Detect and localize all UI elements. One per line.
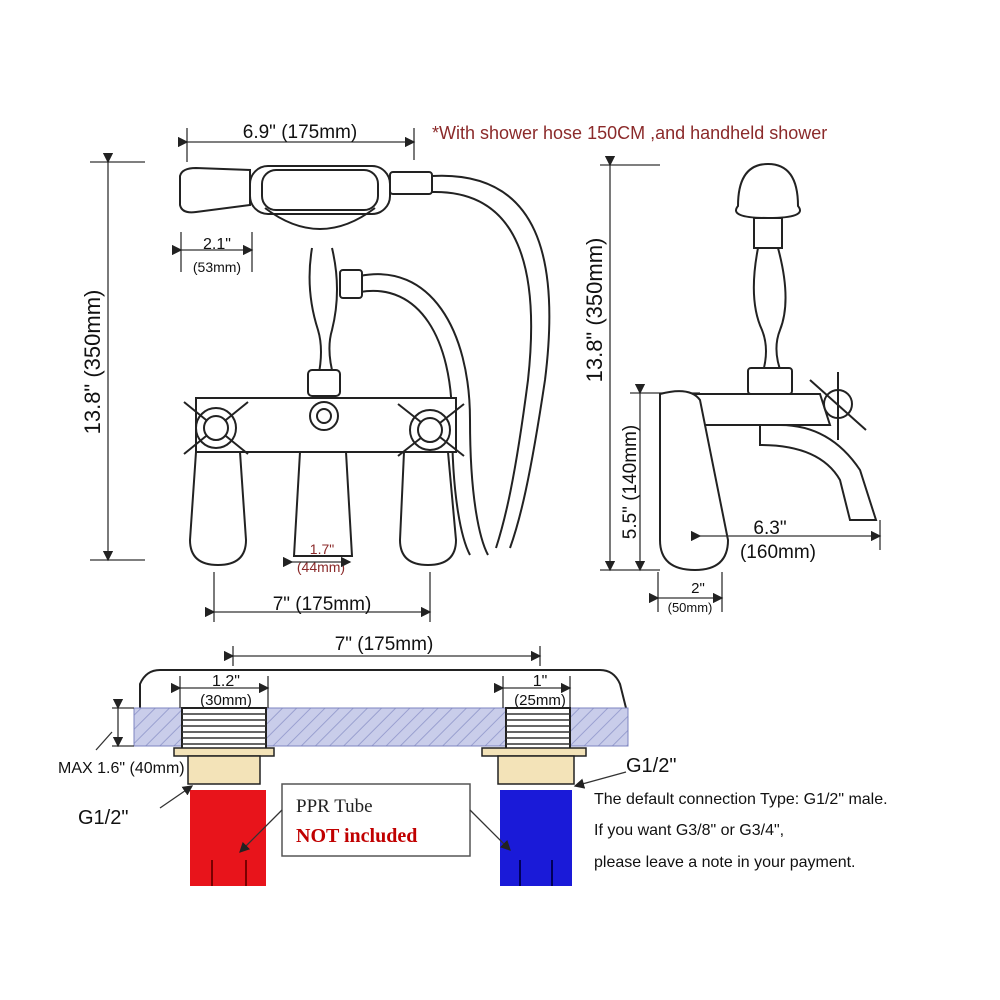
- leg-width-in: 1.7": [310, 541, 334, 557]
- left-shank-mm: (30mm): [200, 692, 252, 709]
- side-base-in: 2": [691, 580, 705, 597]
- body-height-label: 5.5" (140mm): [620, 425, 641, 539]
- right-shank-in: 1": [533, 673, 548, 690]
- left-nut: [187, 755, 261, 785]
- installation-view: 7" (175mm) 1.2" (30mm) 1" (25mm): [58, 634, 888, 886]
- side-base-mm: (50mm): [668, 600, 713, 615]
- max-thickness-label: MAX 1.6" (40mm): [58, 760, 185, 777]
- spout-reach-in: 6.3": [753, 518, 786, 539]
- right-shank-mm: (25mm): [514, 692, 566, 709]
- right-nut: [497, 755, 575, 785]
- left-shank-in: 1.2": [212, 673, 240, 690]
- cold-water-pipe: [500, 790, 572, 886]
- info-line-1: The default connection Type: G1/2" male.: [594, 791, 888, 808]
- side-view: 13.8" (350mm) 5.5" (140mm) 6.3" (160mm) …: [582, 155, 882, 615]
- spout-reach-mm: (160mm): [740, 542, 816, 563]
- handset-width-in: 2.1": [203, 236, 231, 253]
- not-included-label: NOT included: [296, 825, 417, 847]
- handset-width-mm: (53mm): [193, 259, 241, 275]
- top-width-label: 6.9" (175mm): [243, 122, 357, 143]
- right-connection-label: G1/2": [626, 755, 676, 777]
- ppr-tube-box: [281, 783, 471, 857]
- left-cross-handle: [183, 401, 249, 455]
- hose-note: *With shower hose 150CM ,and handheld sh…: [432, 123, 827, 143]
- center-distance-label: 7" (175mm): [335, 634, 434, 655]
- right-cross-handle: [397, 403, 465, 457]
- front-view: 6.9" (175mm) 2.1" (53mm): [80, 122, 551, 622]
- info-line-3: please leave a note in your payment.: [594, 854, 856, 871]
- info-line-2: If you want G3/8" or G3/4",: [594, 822, 784, 839]
- base-width-label: 7" (175mm): [273, 594, 372, 615]
- ppr-tube-label: PPR Tube: [296, 796, 373, 817]
- left-connection-label: G1/2": [78, 807, 128, 829]
- side-height-label: 13.8" (350mm): [582, 238, 607, 383]
- front-height-label: 13.8" (350mm): [80, 290, 105, 435]
